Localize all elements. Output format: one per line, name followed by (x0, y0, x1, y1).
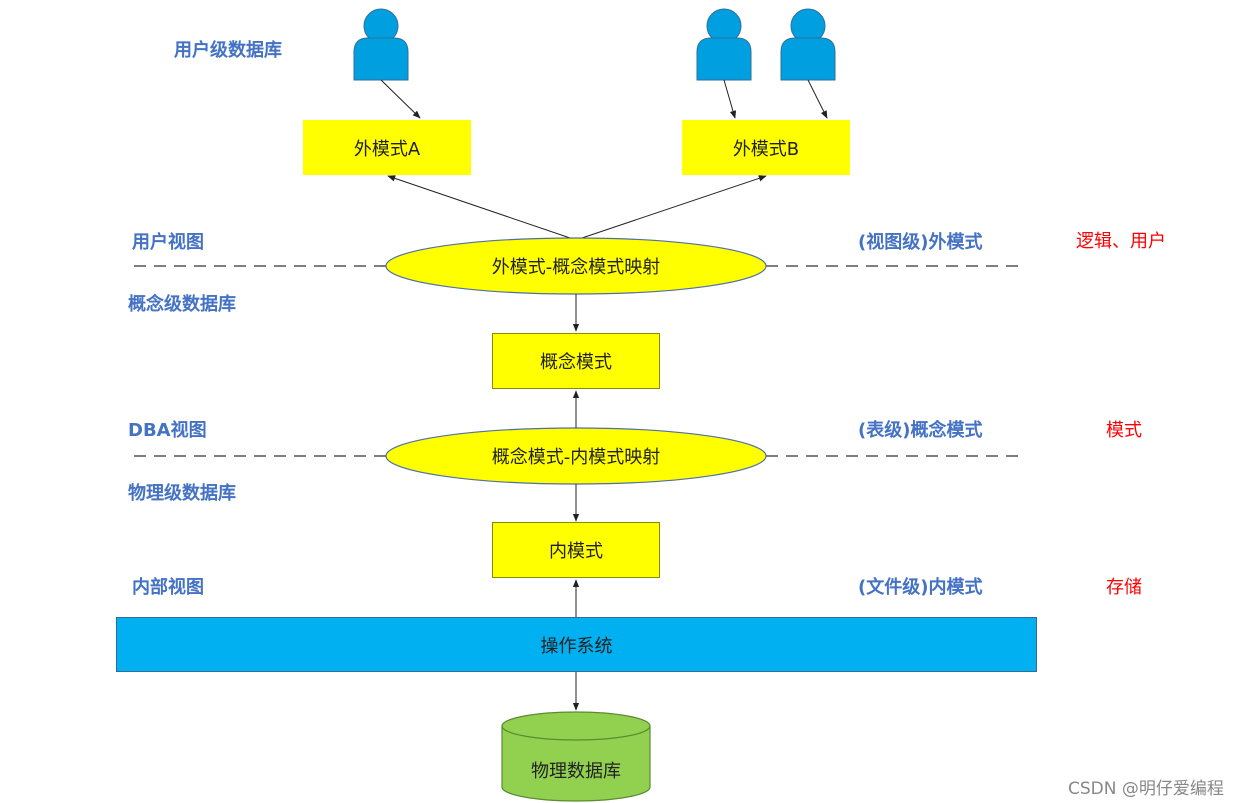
arrow-user-b2 (807, 79, 828, 119)
external-schema-b: 外模式B (682, 120, 850, 175)
concept-internal-mapping-label: 概念模式-内模式映射 (491, 447, 661, 468)
ext-concept-mapping-label: 外模式-概念模式映射 (491, 257, 661, 278)
internal-schema: 内模式 (492, 522, 660, 578)
label-file-level: (文件级)内模式 (858, 577, 983, 598)
concept-internal-mapping: 概念模式-内模式映射 (386, 428, 766, 484)
label-view-level: (视图级)外模式 (858, 232, 983, 253)
physical-db-label: 物理数据库 (531, 761, 621, 782)
operating-system-label: 操作系统 (540, 635, 613, 657)
user-icon-b1 (696, 8, 752, 81)
label-table-level: (表级)概念模式 (858, 420, 983, 441)
concept-schema: 概念模式 (492, 333, 660, 389)
database-cylinder (501, 711, 651, 802)
label-storage: 存储 (1106, 577, 1142, 598)
arrow-user-a (380, 79, 421, 119)
internal-schema-label: 内模式 (549, 541, 603, 562)
physical-db-node: 物理数据库 (502, 745, 650, 795)
external-schema-a: 外模式A (303, 120, 471, 175)
label-schema: 模式 (1106, 420, 1142, 441)
label-internal-view: 内部视图 (132, 577, 204, 598)
label-dba-view: DBA视图 (128, 420, 207, 441)
label-physical-db: 物理级数据库 (128, 483, 236, 504)
external-schema-a-label: 外模式A (353, 138, 421, 160)
external-schema-b-label: 外模式B (732, 138, 800, 160)
label-user-view: 用户视图 (132, 232, 204, 253)
label-user-db: 用户级数据库 (174, 40, 282, 61)
ext-concept-mapping: 外模式-概念模式映射 (386, 238, 766, 294)
operating-system-bar: 操作系统 (116, 617, 1037, 672)
arrow-user-b1 (723, 79, 737, 119)
arrow-mapping-to-a (387, 175, 577, 241)
user-icon-b2 (780, 8, 836, 81)
label-concept-db: 概念级数据库 (128, 294, 236, 315)
arrow-mapping-to-b (575, 175, 767, 241)
watermark: CSDN @明仔爱编程 (1068, 779, 1224, 799)
user-icon-a (353, 8, 409, 81)
concept-schema-label: 概念模式 (540, 352, 612, 373)
label-logic-user: 逻辑、用户 (1076, 231, 1166, 252)
